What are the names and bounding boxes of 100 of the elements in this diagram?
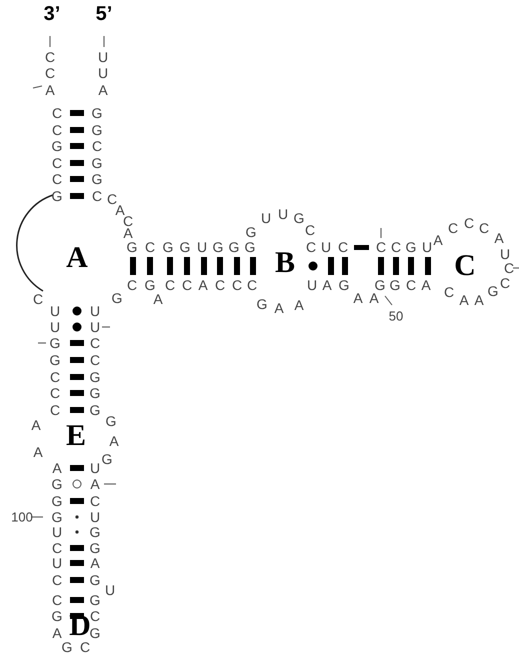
nucleotide-letter: A xyxy=(90,477,100,491)
nucleotide-letter: U xyxy=(98,66,108,80)
nucleotide-letter: G xyxy=(246,225,256,239)
nucleotide-letter: C xyxy=(52,106,62,120)
nucleotide-letter: G xyxy=(144,278,156,292)
nucleotide-letter: A xyxy=(421,278,431,292)
nucleotide-letter: C xyxy=(444,285,454,299)
nucleotide-letter: G xyxy=(90,541,100,555)
nucleotide-letter: G xyxy=(212,240,224,254)
nucleotide-letter: U xyxy=(422,240,432,254)
nucleotide-letter: C xyxy=(92,189,102,203)
nucleotide-letter: A xyxy=(98,83,108,97)
nucleotide-letter: A xyxy=(494,231,504,245)
nucleotide-letter: G xyxy=(90,370,100,384)
nucleotide-letter: C xyxy=(32,292,44,306)
nucleotide-letter: A xyxy=(90,556,100,570)
nucleotide-letter: A xyxy=(433,233,443,247)
nucleotide-letter: U xyxy=(50,320,60,334)
nucleotide-letter: C xyxy=(80,640,90,653)
nucleotide-letter: A xyxy=(322,278,332,292)
nucleotide-letter: A xyxy=(474,293,484,307)
nucleotide-letter: G xyxy=(52,609,62,623)
nucleotide-letter: C xyxy=(246,278,258,292)
nucleotide-letter: U xyxy=(500,247,510,261)
nucleotide-letter: G xyxy=(338,278,350,292)
nucleotide-letter: A xyxy=(52,461,62,475)
nucleotide-letter: C xyxy=(232,278,242,292)
nucleotide-letter: C xyxy=(464,216,474,230)
nucleotide-letter: C xyxy=(304,223,316,237)
nucleotide-letter: G xyxy=(294,211,304,225)
nucleotide-letter: C xyxy=(52,593,62,607)
nucleotide-letter: C xyxy=(44,66,56,80)
loop-label: A xyxy=(66,243,88,273)
nucleotide-letter: C xyxy=(50,403,60,417)
nucleotide-letter: G xyxy=(90,626,100,640)
nucleotide-letter: C xyxy=(90,336,100,350)
nucleotide-letter: G xyxy=(52,477,62,491)
nucleotide-letter: C xyxy=(338,240,348,254)
nucleotide-letter: G xyxy=(90,403,100,417)
strand-end-label: 3’ xyxy=(44,4,60,24)
nucleotide-letter: C xyxy=(478,221,490,235)
nucleotide-letter: C xyxy=(214,278,226,292)
nucleotide-letter: C xyxy=(52,573,62,587)
nucleotide-letter: G xyxy=(228,240,240,254)
nucleotide-letter: C xyxy=(50,386,60,400)
nucleotide-letter: C xyxy=(500,276,510,290)
nucleotide-letter: G xyxy=(92,106,102,120)
nucleotide-letter: U xyxy=(320,240,332,254)
nucleotide-letter: A xyxy=(369,291,379,305)
nucleotide-letter: U xyxy=(52,556,62,570)
nucleotide-letter: G xyxy=(52,510,62,524)
position-number: 50 xyxy=(388,310,404,322)
nucleotide-letter: G xyxy=(92,172,102,186)
nucleotide-letter: U xyxy=(104,583,116,597)
nucleotide-letter: C xyxy=(90,609,100,623)
nucleotide-letter: C xyxy=(448,221,458,235)
nucleotide-letter: G xyxy=(102,452,112,466)
nucleotide-letter: C xyxy=(306,240,316,254)
nucleotide-letter: C xyxy=(52,172,62,186)
nucleotide-letter: C xyxy=(122,214,134,228)
nucleotide-letter: G xyxy=(488,284,498,298)
nucleotide-letter: C xyxy=(106,192,118,206)
nucleotide-letter: G xyxy=(406,240,416,254)
loop-label: B xyxy=(275,248,295,278)
nucleotide-letter: U xyxy=(196,240,208,254)
nucleotide-letter: A xyxy=(31,418,41,432)
nucleotide-letter: C xyxy=(44,50,56,64)
nucleotide-letter: U xyxy=(90,461,100,475)
nucleotide-letter: G xyxy=(244,240,256,254)
nucleotide-letter: U xyxy=(50,304,60,318)
nucleotide-letter: G xyxy=(90,525,100,539)
nucleotide-letter: U xyxy=(52,525,62,539)
nucleotide-letter: A xyxy=(123,226,133,240)
nucleotide-letter: G xyxy=(162,240,174,254)
nucleotide-letter: C xyxy=(144,240,156,254)
nucleotide-letter: C xyxy=(90,494,100,508)
nucleotide-letter: G xyxy=(112,291,122,305)
strand-end-label: 5’ xyxy=(96,4,112,24)
nucleotide-letter: G xyxy=(180,240,190,254)
nucleotide-letter: G xyxy=(256,297,268,311)
nucleotide-letter: C xyxy=(126,278,138,292)
nucleotide-letter: A xyxy=(45,83,55,97)
nucleotide-letter: A xyxy=(52,626,62,640)
nucleotide-letter: C xyxy=(504,261,514,275)
nucleotide-letter: G xyxy=(90,593,100,607)
nucleotide-letter: C xyxy=(52,156,62,170)
loop-label: C xyxy=(454,251,476,281)
nucleotide-letter: G xyxy=(92,156,102,170)
nucleotide-letter: C xyxy=(52,123,62,137)
nucleotide-letter: A xyxy=(353,291,363,305)
nucleotide-letter: C xyxy=(52,541,62,555)
nucleotide-letter: A xyxy=(459,293,469,307)
nucleotide-letter: G xyxy=(62,640,72,653)
nucleotide-letter: G xyxy=(90,386,100,400)
nucleotide-letter: U xyxy=(278,207,288,221)
nucleotide-letter: U xyxy=(306,278,318,292)
nucleotide-letter: A xyxy=(109,434,119,448)
nucleotide-letter: A xyxy=(274,301,284,315)
nucleotide-letter: A xyxy=(115,203,125,217)
nucleotide-letter: G xyxy=(106,414,116,428)
